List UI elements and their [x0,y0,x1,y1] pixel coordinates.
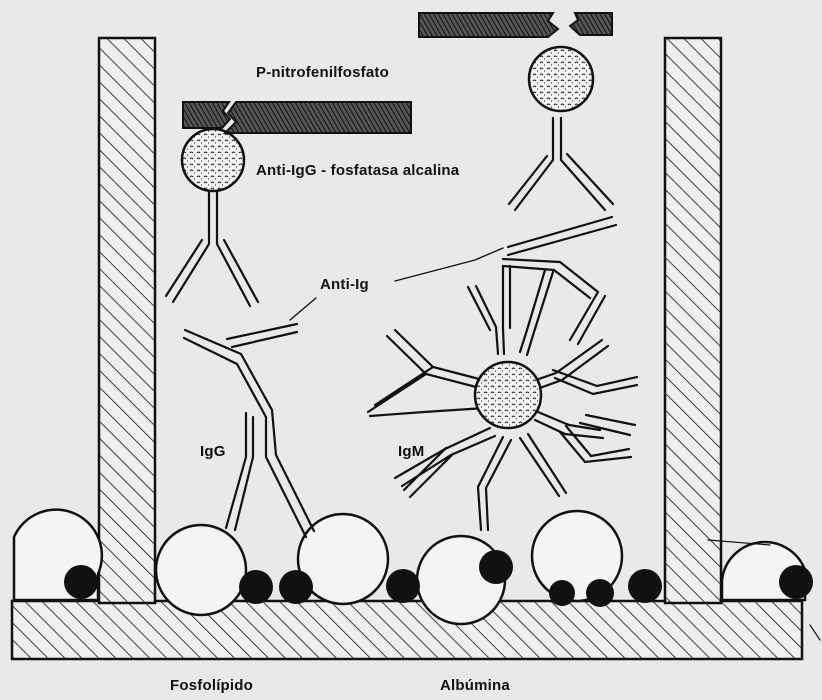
enzyme-sphere-right [529,47,593,111]
label-igg: IgG [200,443,226,460]
conjugate-antibody-left [166,192,258,306]
label-substrate: P-nitrofenilfosfato [256,64,389,81]
phospholipid-dot [479,550,513,584]
phospholipid-dot [549,580,575,606]
phospholipid-dot [239,570,273,604]
phospholipid-dot [279,570,313,604]
phospholipid-dot [386,569,420,603]
igm-core-sphere [475,362,541,428]
igg-antibody [184,330,314,537]
label-albumin: Albúmina [440,677,510,694]
albumin-sphere [156,525,246,615]
phospholipid-dot [64,565,98,599]
anti-ig-on-igg [227,324,297,347]
phospholipid-dot [586,579,614,607]
conjugate-antibody-right [509,118,613,210]
anti-ig-on-igm [503,217,616,344]
well-wall-left [99,38,155,603]
label-phospholipid: Fosfolípido [170,677,253,694]
substrate-right [419,13,612,37]
label-conjugate: Anti-IgG - fosfatasa alcalina [256,162,459,179]
phospholipid-dot [628,569,662,603]
label-igm: IgM [398,443,424,460]
well-wall-right [665,38,721,603]
label-anti-ig: Anti-Ig [320,276,369,293]
phospholipid-dot [779,565,813,599]
well-base [12,601,802,659]
enzyme-sphere-left [182,129,244,191]
substrate-left [183,102,411,133]
